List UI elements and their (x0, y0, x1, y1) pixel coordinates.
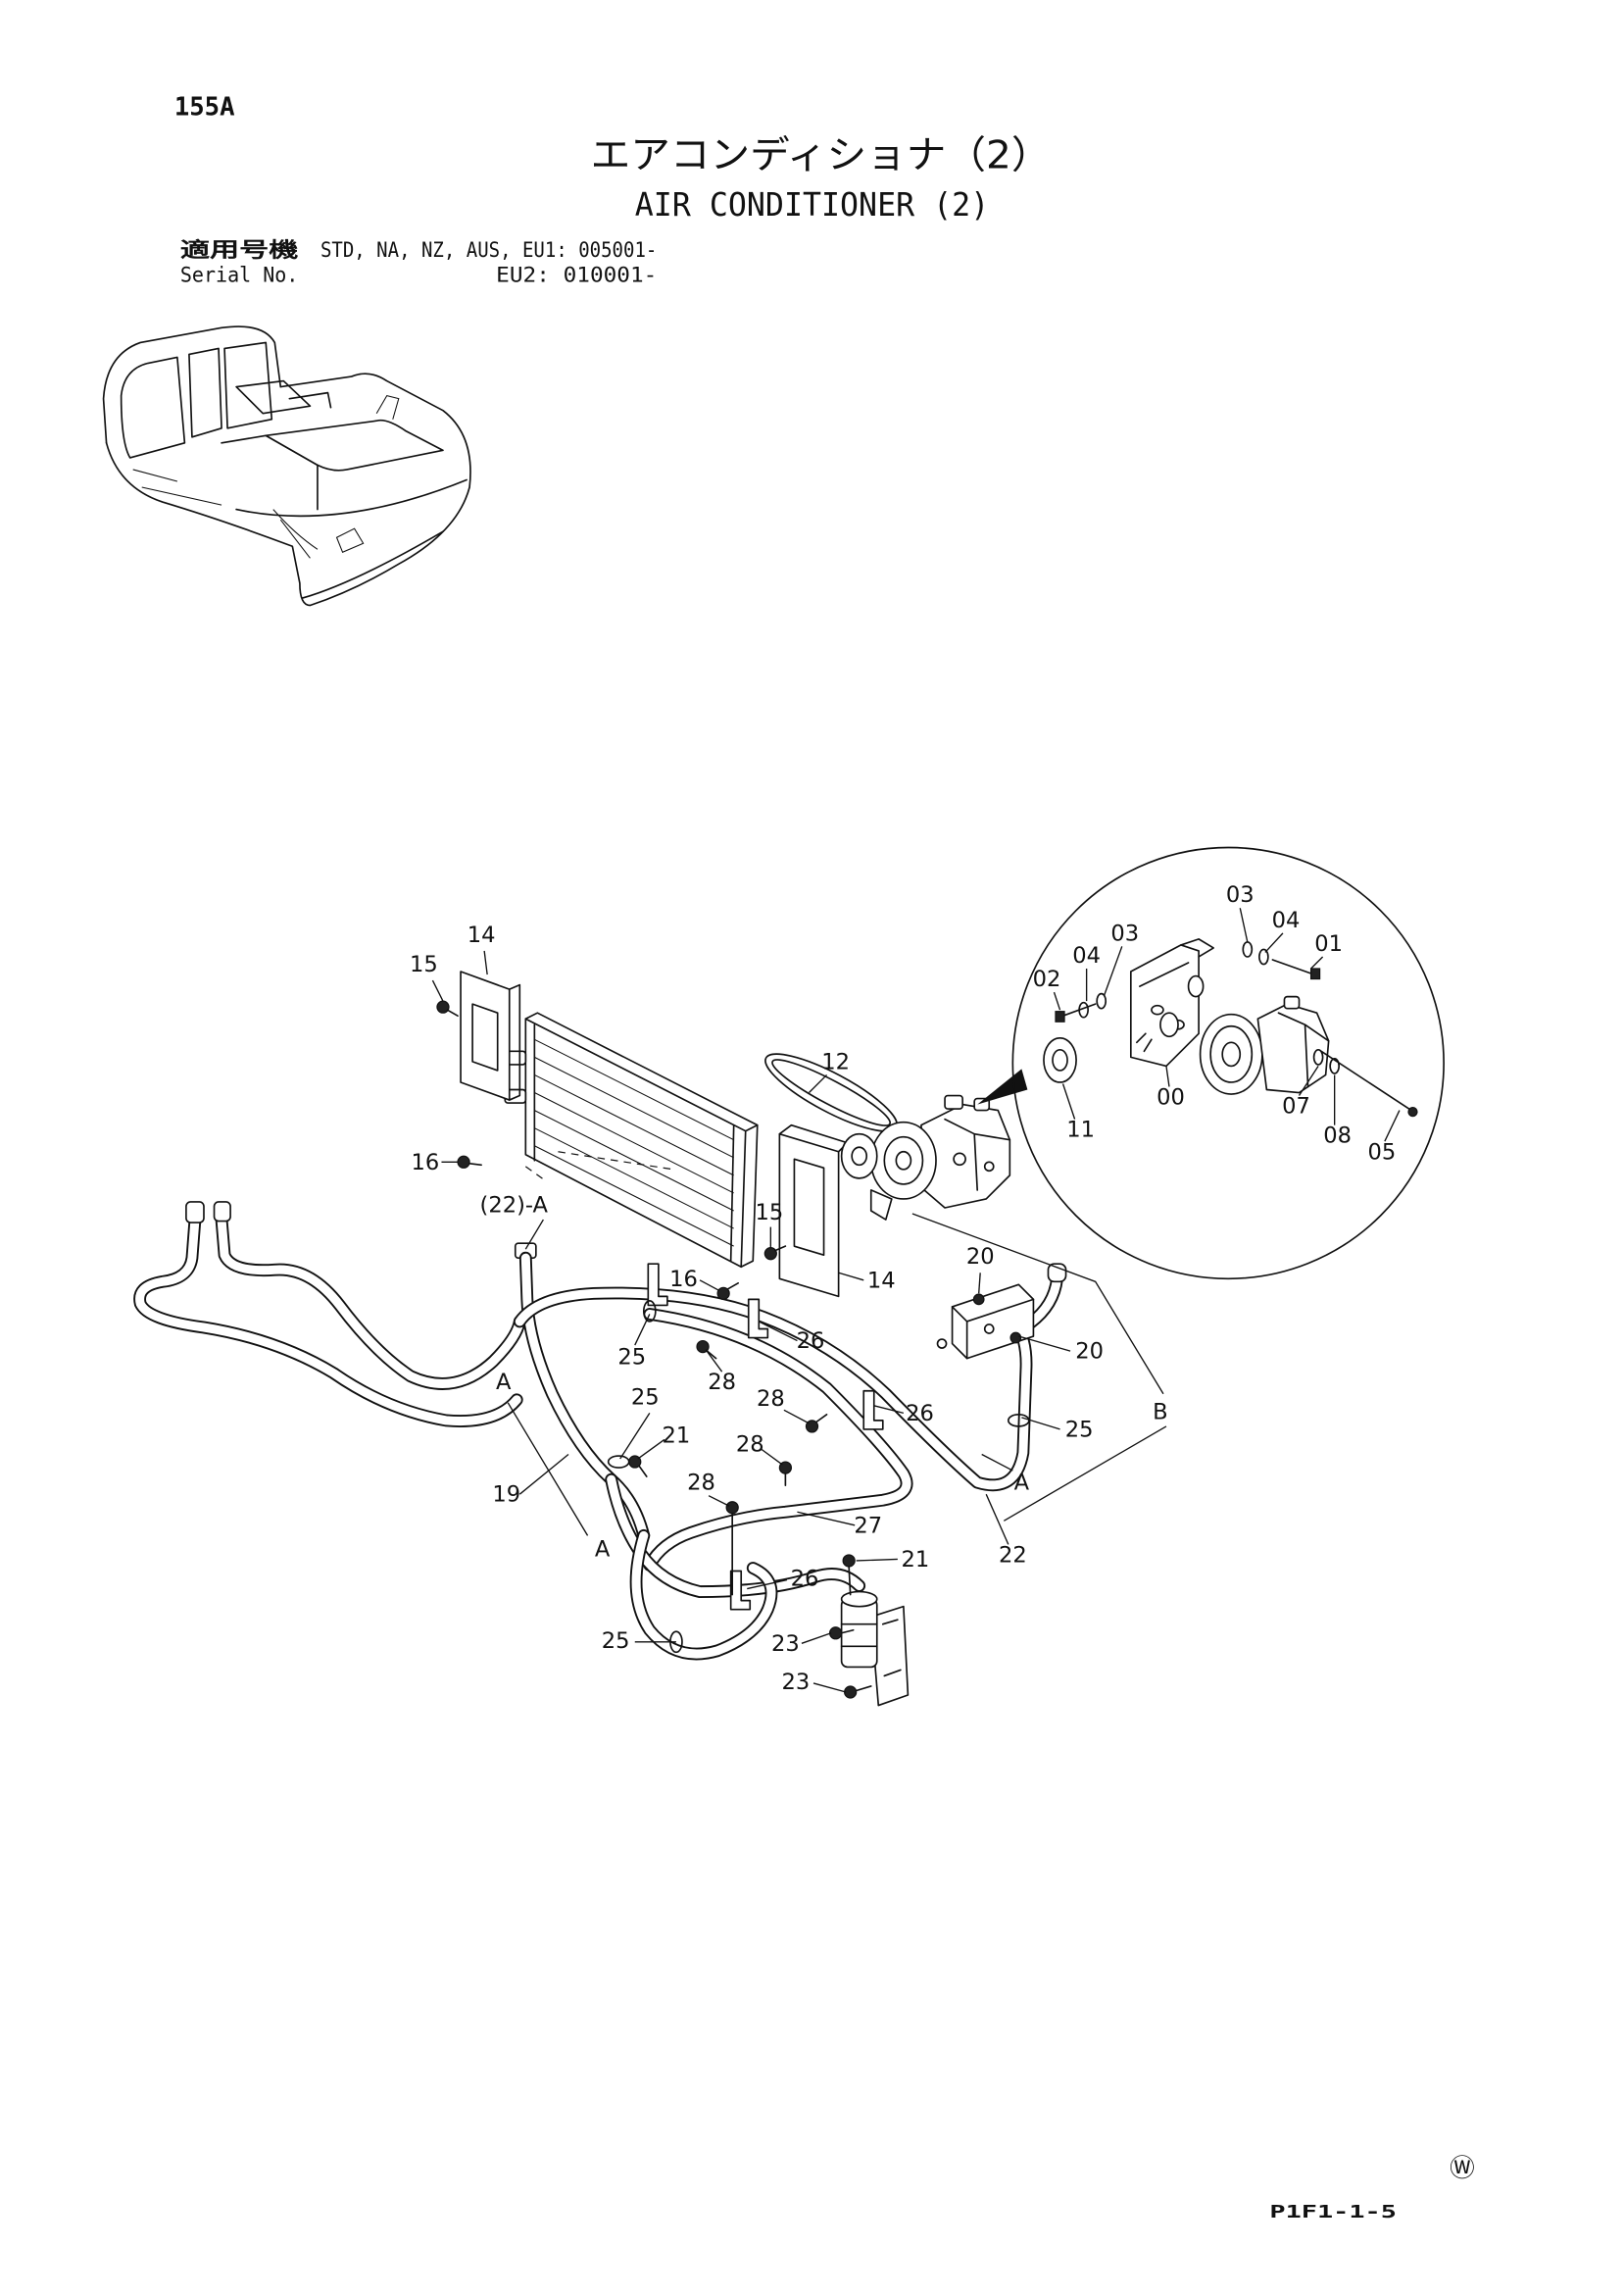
part-callout: 16 (412, 1150, 440, 1175)
part-callout: 20 (966, 1244, 995, 1270)
condenser-bracket-upper (460, 971, 521, 1101)
hose-fittings (185, 1201, 1067, 1349)
part-callout: 21 (663, 1423, 691, 1448)
expansion-valve (951, 1283, 1035, 1360)
hose-clamps (607, 1263, 1030, 1654)
detail-callout: 04 (1072, 943, 1101, 969)
detail-callout: 08 (1323, 1123, 1352, 1149)
page-footer: Ⓦ P1F1-1-5 (1269, 2154, 1474, 2222)
part-callout: 26 (797, 1328, 825, 1354)
applicability-line1: STD, NA, NZ, AUS, EU1: 005001- (320, 237, 657, 262)
part-callout: 28 (757, 1386, 785, 1412)
compressor-bracket (1129, 938, 1214, 1068)
leader-lines (431, 908, 1401, 1693)
applicability-label-jp: 適用号機 (180, 237, 298, 262)
hose-left-lower (140, 1220, 517, 1422)
receiver-drier (840, 1590, 910, 1707)
condenser-bracket-lower (778, 1123, 849, 1298)
bolts (436, 1000, 872, 1699)
detail-callout: 11 (1066, 1118, 1095, 1143)
part-callout: 27 (854, 1513, 882, 1538)
hose-expansion-valve (1030, 1278, 1057, 1323)
part-callout: A (496, 1370, 512, 1395)
applicability-label-en: Serial No. (180, 263, 298, 287)
part-callout: 25 (617, 1345, 646, 1371)
part-callout: 25 (1065, 1417, 1094, 1442)
part-callout: 14 (867, 1268, 896, 1293)
part-callout: 16 (669, 1267, 698, 1292)
detail-callout: 07 (1282, 1094, 1310, 1120)
page-code: P1F1-1-5 (1269, 2202, 1397, 2222)
detail-fasteners (1055, 941, 1418, 1118)
part-callout: 25 (631, 1384, 660, 1410)
compressor-body (1256, 995, 1330, 1094)
part-callout: 21 (902, 1547, 930, 1572)
part-callout: (22)-A (480, 1193, 549, 1219)
part-callout: 15 (755, 1200, 783, 1225)
part-callout: 15 (410, 952, 438, 977)
part-callout: 22 (999, 1542, 1027, 1568)
group-brackets (507, 1213, 1167, 1536)
part-callout: 26 (906, 1401, 934, 1426)
part-callout: 28 (687, 1471, 715, 1496)
detail-callout: 01 (1314, 931, 1343, 957)
main-callouts: 15 14 16 (22)-A 12 15 16 14 20 20 B 25 A… (410, 923, 1168, 1695)
page-header: 155A エアコンディショナ（2） AIR CONDITIONER (2) (174, 92, 1052, 223)
part-callout: 12 (821, 1049, 850, 1074)
part-callout: 28 (708, 1370, 736, 1395)
page-number: 155A (174, 92, 235, 122)
detail-view (1011, 846, 1445, 1280)
part-callout: 23 (782, 1670, 811, 1695)
detail-callout: 00 (1156, 1085, 1185, 1111)
hose-left-upper (221, 1220, 519, 1383)
part-callout: A (595, 1536, 611, 1562)
detail-callout: 02 (1033, 967, 1061, 992)
detail-callout: 05 (1367, 1139, 1396, 1165)
part-callout: B (1153, 1399, 1168, 1424)
condenser (504, 1012, 759, 1269)
applicability-block: 適用号機 STD, NA, NZ, AUS, EU1: 005001- Seri… (180, 237, 657, 287)
page-title-en: AIR CONDITIONER (2) (635, 185, 989, 224)
page-title-jp: エアコンディショナ（2） (591, 134, 1052, 178)
part-callout: A (1014, 1471, 1030, 1496)
excavator-thumbnail-icon (102, 325, 471, 607)
detail-callout: 03 (1226, 882, 1255, 908)
w-mark-icon: Ⓦ (1450, 2154, 1475, 2183)
clutch-assembly (1199, 1013, 1263, 1095)
part-callout: 23 (771, 1631, 800, 1657)
compressor (840, 1094, 1011, 1221)
part-callout: 19 (492, 1482, 520, 1508)
part-callout: 25 (602, 1628, 630, 1654)
detail-callout: 04 (1272, 908, 1301, 933)
part-callout: 20 (1075, 1339, 1104, 1365)
detail-callout: 03 (1110, 921, 1139, 946)
part-callout: 14 (468, 923, 496, 948)
part-callout: 26 (791, 1567, 819, 1592)
idler-pulley (1043, 1036, 1077, 1083)
applicability-line2: EU2: 010001- (496, 263, 657, 287)
detail-pointer-icon (977, 1069, 1028, 1105)
part-callout: 28 (736, 1432, 764, 1458)
detail-callouts: 03 04 01 03 04 02 00 11 07 08 05 (1033, 882, 1397, 1165)
